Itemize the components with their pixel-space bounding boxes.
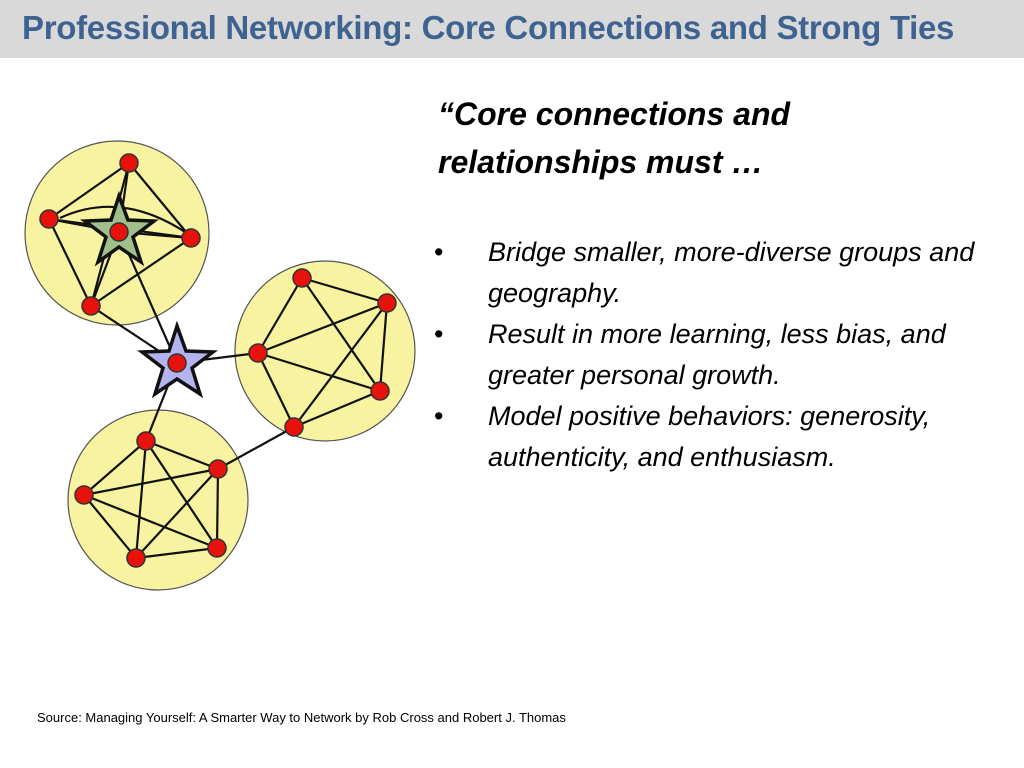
- bullet-marker: •: [434, 237, 444, 267]
- node: [207, 538, 227, 558]
- bullet-text: Bridge smaller, more-diverse groups and …: [488, 237, 975, 308]
- node: [284, 417, 304, 437]
- bullet-marker: •: [434, 319, 444, 349]
- lead-quote: “Core connections and relationships must…: [438, 90, 998, 186]
- bullet-text: Model positive behaviors: generosity, au…: [488, 401, 931, 472]
- network-nodes: [39, 153, 397, 568]
- network-diagram: [24, 140, 416, 591]
- node: [126, 548, 146, 568]
- bullet-text: Result in more learning, less bias, and …: [488, 319, 946, 390]
- bullet-item: • Model positive behaviors: generosity, …: [430, 396, 1010, 478]
- title-bar: Professional Networking: Core Connection…: [0, 0, 1024, 58]
- slide-title: Professional Networking: Core Connection…: [22, 9, 955, 46]
- bullet-item: • Bridge smaller, more-diverse groups an…: [430, 232, 1010, 314]
- node: [167, 353, 187, 373]
- node: [39, 209, 59, 229]
- lead-quote-line-2: relationships must …: [438, 144, 764, 180]
- node: [370, 381, 390, 401]
- node: [248, 343, 268, 363]
- node: [377, 293, 397, 313]
- node: [81, 296, 101, 316]
- source-citation: Source: Managing Yourself: A Smarter Way…: [37, 710, 566, 725]
- lead-quote-line-1: “Core connections and: [438, 96, 791, 132]
- node: [208, 459, 228, 479]
- node: [109, 222, 129, 242]
- bullet-list: • Bridge smaller, more-diverse groups an…: [430, 232, 1010, 478]
- node: [136, 431, 156, 451]
- node: [119, 153, 139, 173]
- node: [292, 268, 312, 288]
- bullet-item: • Result in more learning, less bias, an…: [430, 314, 1010, 396]
- bullet-marker: •: [434, 401, 444, 431]
- node: [181, 228, 201, 248]
- node: [74, 485, 94, 505]
